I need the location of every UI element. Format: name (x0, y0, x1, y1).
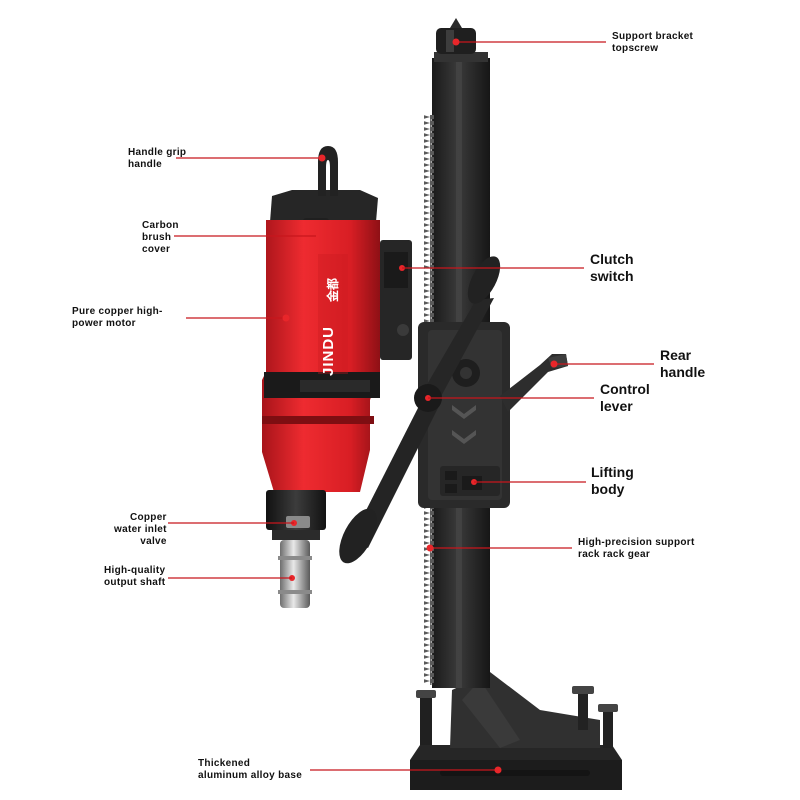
control-lever-upper (418, 298, 494, 402)
dot-handle-grip (318, 154, 326, 162)
topscrew-tip (450, 18, 462, 28)
motor-ring (262, 416, 374, 424)
motor-vents (300, 380, 370, 392)
clutch-group (380, 240, 412, 360)
leveling-screw-left (416, 690, 436, 698)
topscrew-cap-shine (446, 30, 454, 52)
output-shaft-ring-2 (278, 590, 312, 594)
base-foot-right-front (603, 708, 613, 748)
handle-grip (318, 146, 338, 196)
control-lever-grip-low (339, 508, 377, 564)
label-base: Thickened aluminum alloy base (198, 758, 303, 781)
carriage-group (418, 322, 568, 508)
label-control-lever: Control lever (600, 381, 650, 415)
clutch-switch (384, 252, 408, 288)
lock-slot-1 (445, 471, 457, 480)
label-output-shaft: High-quality output shaft (104, 565, 166, 588)
spindle-collar (272, 530, 320, 540)
base-rib (462, 680, 520, 748)
label-support-bracket-topscrew: Support bracket topscrew (612, 31, 694, 54)
leveling-screw-right (572, 686, 594, 694)
dot-rear-handle (550, 360, 558, 368)
base-group (410, 672, 622, 790)
dot-rack-gear (426, 544, 434, 552)
brand-logo: JINDU (320, 325, 337, 376)
motor-top-cap (270, 190, 378, 222)
output-shaft (280, 540, 310, 608)
gearbox (266, 490, 326, 530)
dot-motor (282, 314, 290, 322)
dot-base (494, 766, 502, 774)
label-water-inlet-valve: Copper water inlet valve (114, 512, 167, 547)
label-motor: Pure copper high- power motor (72, 306, 163, 329)
brand-panel (318, 254, 348, 374)
lock-slot-2 (445, 484, 457, 493)
label-clutch-switch: Clutch switch (590, 251, 634, 285)
water-inlet-valve (286, 516, 310, 528)
leader-dots (282, 38, 558, 774)
output-shaft-ring-1 (278, 556, 312, 560)
clutch-bolt (397, 324, 409, 336)
top-collar (434, 52, 488, 62)
leader-lines (168, 41, 654, 771)
drill-group (262, 146, 380, 608)
base-foot-right (578, 690, 588, 730)
label-carbon-brush-cover: Carbon brush cover (142, 220, 179, 255)
chevron-2 (452, 430, 476, 444)
base-foot-left (420, 695, 432, 745)
chevron-1 (452, 405, 476, 419)
label-rear-handle: Rear handle (660, 347, 706, 381)
leveling-screw-right-front (598, 704, 618, 712)
base-slot (440, 770, 590, 776)
lever-group (339, 256, 501, 564)
label-handle-grip: Handle grip handle (128, 147, 187, 170)
label-lifting-body: Lifting body (591, 464, 634, 498)
brand-logo-cn: 金都 (326, 277, 340, 302)
dot-topscrew (452, 38, 460, 46)
label-support-rack-gear: High-precision support rack rack gear (578, 537, 695, 560)
lock-knob-inner (460, 367, 472, 379)
